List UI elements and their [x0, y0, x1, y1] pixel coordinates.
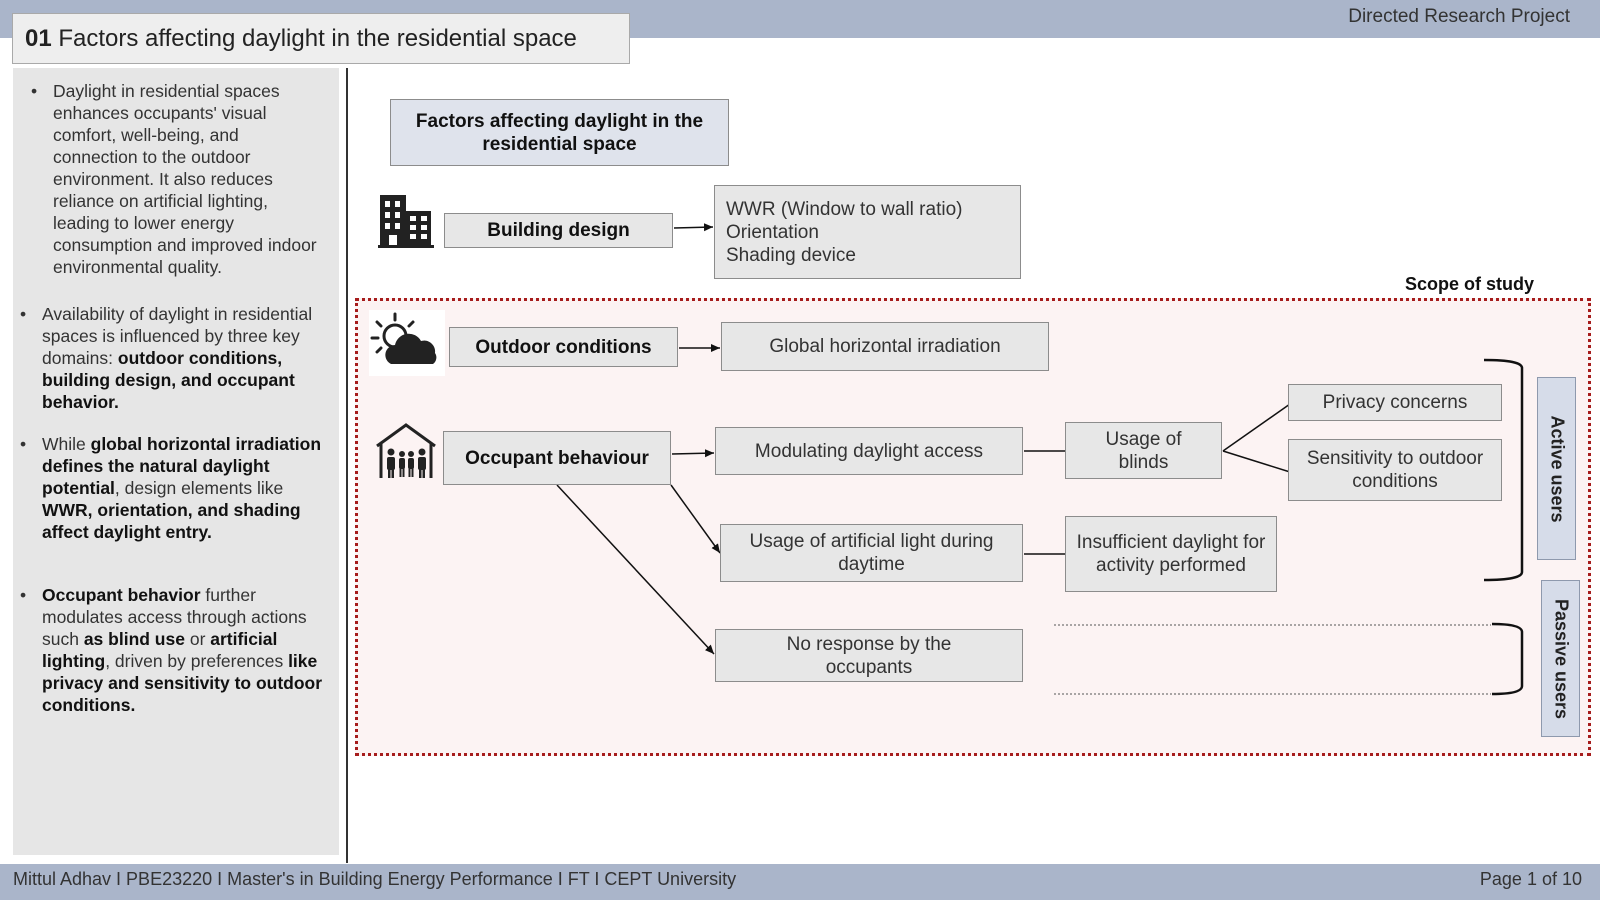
- building-item-orientation: Orientation: [726, 221, 819, 243]
- usage-blinds-node: Usage of blinds: [1065, 422, 1222, 479]
- passive-users-text: Passive users: [1551, 598, 1571, 719]
- bullet-3-bold-b: WWR, orientation, and shading affect day…: [42, 500, 301, 542]
- insufficient-node: Insufficient daylight for activity perfo…: [1065, 516, 1277, 592]
- bullet-2-bold: outdoor conditions, building design, and…: [42, 348, 295, 412]
- footer-author: Mittul Adhav I PBE23220 I Master's in Bu…: [13, 869, 737, 889]
- sun-cloud-icon: [369, 310, 445, 376]
- privacy-node: Privacy concerns: [1288, 384, 1502, 421]
- sidebar-panel: •Daylight in residential spaces enhances…: [13, 68, 339, 855]
- building-item-wwr: WWR (Window to wall ratio): [726, 198, 963, 220]
- bullet-4-bold-b: as blind use: [83, 629, 185, 649]
- bullet-3-text-a: While: [42, 434, 91, 454]
- bullet-4: •Occupant behavior further modulates acc…: [20, 585, 323, 715]
- page-number: Page 1 of 10: [1479, 869, 1582, 889]
- bullet-2: •Availability of daylight in residential…: [20, 304, 313, 412]
- bullet-4-bold-c: artificial lighting: [42, 629, 278, 671]
- title-number: 01: [25, 25, 52, 52]
- bracket-active-users: [1483, 358, 1524, 582]
- project-label: Directed Research Project: [1348, 6, 1570, 27]
- active-users-label: Active users: [1537, 377, 1576, 560]
- building-icon: [378, 195, 434, 248]
- bullet-3-bold-a: global horizontal irradiation defines th…: [42, 434, 322, 498]
- arrow-occupant-to-modulating: [671, 449, 715, 458]
- building-items-node: WWR (Window to wall ratio) Orientation S…: [714, 185, 1021, 279]
- root-node: Factors affecting daylight in the reside…: [390, 99, 729, 166]
- page-title: 01 Factors affecting daylight in the res…: [12, 13, 630, 64]
- bullet-4-text-b: or: [184, 629, 211, 649]
- outdoor-conditions-node: Outdoor conditions: [449, 327, 678, 367]
- arrow-occupant-to-noresponse: [556, 484, 715, 655]
- bullet-4-bold-d: like privacy and sensitivity to outdoor …: [42, 651, 323, 715]
- bullet-2-text: Availability of daylight in residential …: [42, 304, 313, 368]
- scope-of-study-label: Scope of study: [1405, 274, 1535, 294]
- building-item-shading: Shading device: [726, 244, 856, 266]
- family-house-icon: [376, 423, 436, 478]
- sensitivity-node: Sensitivity to outdoor conditions: [1288, 439, 1502, 501]
- bullet-1: •Daylight in residential spaces enhances…: [31, 81, 317, 277]
- modulating-node: Modulating daylight access: [715, 427, 1023, 475]
- passive-users-label: Passive users: [1541, 580, 1580, 737]
- divider-line: [346, 68, 348, 863]
- occupant-behaviour-node: Occupant behaviour: [443, 431, 671, 485]
- bullet-1-text: Daylight in residential spaces enhances …: [53, 81, 317, 277]
- line-blinds-to-sensitivity: [1222, 450, 1291, 473]
- title-text: Factors affecting daylight in the reside…: [58, 25, 577, 52]
- footer-bar: [0, 864, 1600, 900]
- line-blinds-to-privacy: [1222, 403, 1291, 452]
- active-users-text: Active users: [1547, 414, 1567, 523]
- building-design-node: Building design: [444, 213, 673, 248]
- bracket-passive-users: [1491, 622, 1524, 696]
- no-response-node: No response by the occupants: [715, 629, 1023, 682]
- bullet-3: •While global horizontal irradiation def…: [20, 434, 322, 542]
- arrow-building-to-items: [673, 223, 714, 232]
- bullet-4-bold-a: Occupant behavior: [42, 585, 201, 605]
- bullet-4-text-c: , driven by preferences: [105, 651, 289, 671]
- bullet-4-text-a: further modulates access through actions…: [42, 585, 307, 649]
- ghi-node: Global horizontal irradiation: [721, 322, 1049, 371]
- arrow-occupant-to-artificial: [670, 484, 721, 554]
- bullet-3-text-b: , design elements like: [114, 478, 284, 498]
- artificial-light-node: Usage of artificial light during daytime: [720, 524, 1023, 582]
